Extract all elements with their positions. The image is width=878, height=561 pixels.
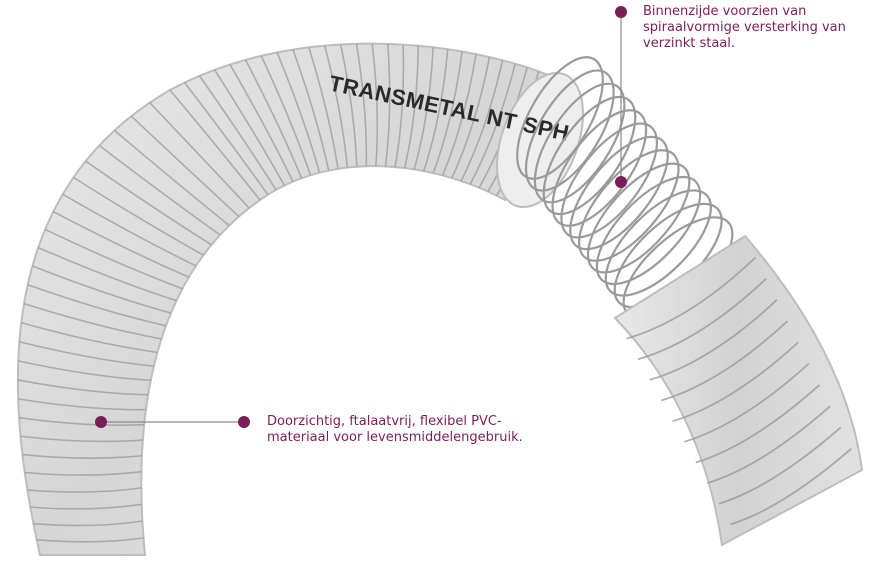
hose-ring <box>36 537 144 543</box>
hose-ring <box>324 45 349 168</box>
hose-ring <box>229 64 294 182</box>
callout-dot-reinforcement-bottom <box>615 176 627 188</box>
hose-ring <box>85 160 212 246</box>
hose-ring <box>19 340 154 368</box>
hose-ring <box>384 43 391 167</box>
hose-ring <box>22 453 143 459</box>
hose-ring <box>62 193 197 267</box>
hose-ring <box>355 43 368 167</box>
callout-dot-reinforcement-top <box>615 6 627 18</box>
hose-ring <box>308 47 339 170</box>
hose-ring <box>469 63 516 185</box>
spring-coil <box>542 95 637 216</box>
hose-ring <box>371 43 379 167</box>
hose-ring <box>33 520 143 527</box>
hose-ring <box>441 54 477 176</box>
callout-material-line: Doorzichtig, ftalaatvrij, flexibel PVC- <box>267 414 502 429</box>
hose-ring <box>169 89 261 201</box>
sleeve-ring <box>695 384 821 464</box>
hose-ring <box>18 360 151 382</box>
sleeve-ring <box>718 426 842 505</box>
hose-ring <box>32 265 172 314</box>
hose-ring <box>149 102 250 209</box>
callout-reinforcement-line: Binnenzijde voorzien van <box>643 4 807 19</box>
spring-coil <box>524 69 615 192</box>
hose-ring <box>403 45 420 169</box>
hose-ring <box>292 49 330 171</box>
spring-coil <box>560 122 659 239</box>
callout-reinforcement-line: verzinkt staal. <box>643 36 736 51</box>
sleeve-ring <box>660 320 789 402</box>
hose-ring <box>198 75 277 191</box>
sleeve-ring <box>626 256 757 340</box>
hose-ring <box>30 503 142 510</box>
hose-ring <box>17 379 149 396</box>
hose-ring <box>451 56 491 179</box>
callout-dot-material-right <box>238 416 250 428</box>
hose-ring <box>20 435 143 443</box>
hose-ring <box>432 51 463 174</box>
sleeve-ring <box>684 362 810 443</box>
hose-ring <box>422 49 449 172</box>
sleeve-ring <box>730 448 852 526</box>
hose-ring <box>244 59 303 179</box>
callout-material-text: Doorzichtig, ftalaatvrij, flexibel PVC- … <box>267 414 523 446</box>
hose-ring <box>183 82 269 196</box>
hose-ring <box>98 144 221 236</box>
hose-ring <box>21 321 158 354</box>
spring-coil <box>533 82 626 204</box>
hose-ring <box>276 52 321 173</box>
sleeve-ring <box>672 341 799 423</box>
spring-coil <box>595 175 702 286</box>
hose-ring <box>23 302 162 340</box>
hose-ring <box>394 44 405 168</box>
callout-dot-material-left <box>95 416 107 428</box>
hose-ring <box>37 246 177 302</box>
hose-ring <box>24 470 142 476</box>
sleeve-ring <box>707 405 831 484</box>
spring-coil <box>604 189 712 297</box>
hose-sleeve-segment <box>613 234 864 547</box>
hose-ring <box>113 129 230 227</box>
hose-ring <box>460 60 504 182</box>
hose-ring <box>339 44 358 167</box>
hose-ring <box>52 210 190 278</box>
spring-coil <box>578 149 680 262</box>
spring-coil <box>586 162 691 274</box>
hose-ring <box>27 283 167 327</box>
hose-ring <box>260 55 312 176</box>
hose-body <box>16 42 562 556</box>
sleeve-ring <box>649 299 778 381</box>
hose-ring <box>413 47 434 170</box>
hose-ring <box>44 228 183 290</box>
hose-ring <box>27 487 142 493</box>
hose-ring <box>18 398 146 411</box>
sleeve-ring <box>637 277 767 361</box>
hose-ring <box>18 416 145 427</box>
hose-spiral-rings <box>17 43 551 543</box>
sleeve-spiral-rings <box>626 256 852 526</box>
callout-reinforcement-line: spiraalvormige versterking van <box>643 20 846 35</box>
hose-ring <box>130 115 240 218</box>
callout-reinforcement-text: Binnenzijde voorzien van spiraalvormige … <box>643 4 846 52</box>
callout-material-line: materiaal voor levensmiddelengebruik. <box>267 430 523 445</box>
spring-coil <box>569 135 669 251</box>
hose-ring <box>213 69 286 186</box>
hose-ring <box>73 176 204 256</box>
